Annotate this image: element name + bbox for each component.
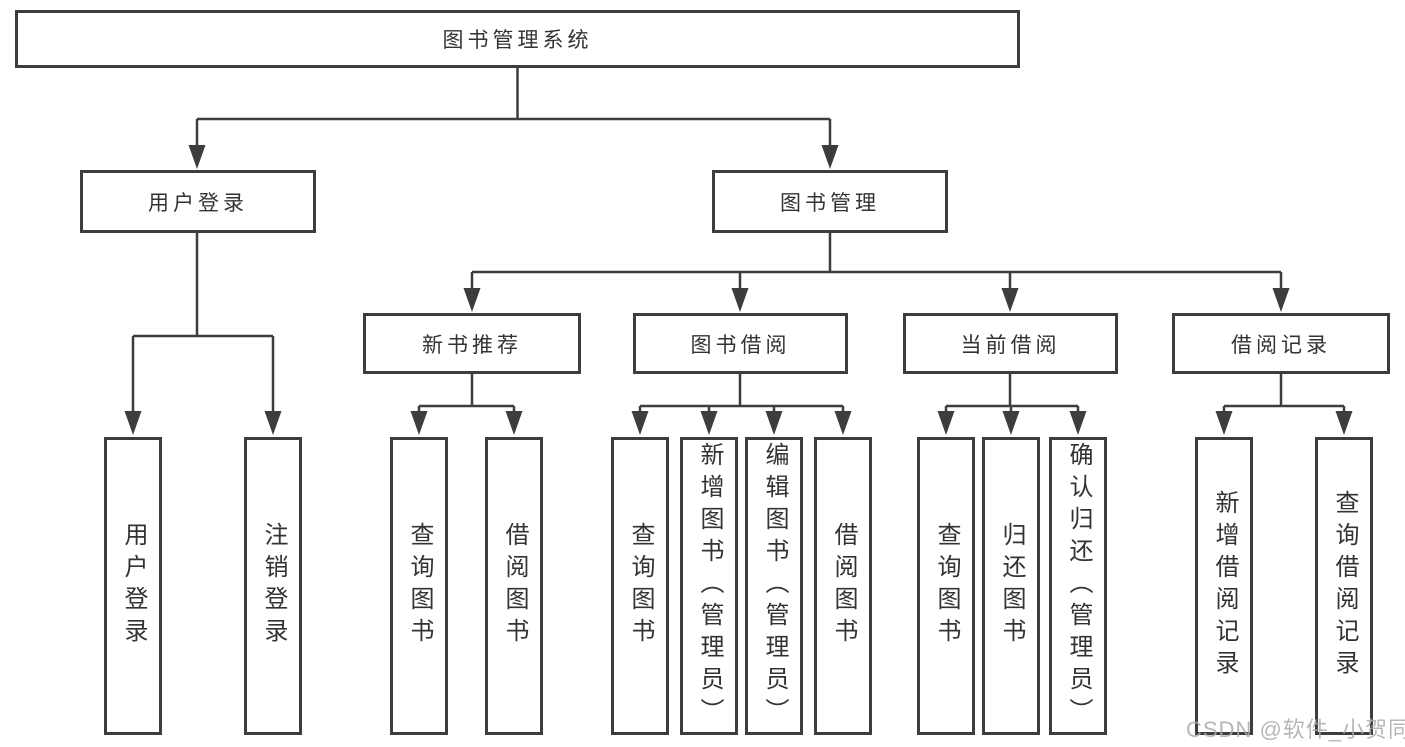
- node-book-management: 图书管理: [712, 170, 948, 233]
- connector-book-borrowing-branch: [638, 374, 845, 417]
- leaf-borrowing-edit-books-admin: 编辑图书（管理员）: [745, 437, 803, 735]
- node-book-borrowing: 图书借阅: [633, 313, 848, 374]
- leaf-records-query-record: 查询借阅记录: [1315, 437, 1373, 735]
- leaf-borrowing-borrow-books: 借阅图书: [814, 437, 872, 735]
- connector-root-to-level2: [195, 68, 832, 150]
- node-current-borrowing: 当前借阅: [903, 313, 1118, 374]
- leaf-logout: 注销登录: [244, 437, 302, 735]
- node-borrowing-records: 借阅记录: [1172, 313, 1390, 374]
- connector-borrowing-records-branch: [1222, 374, 1346, 417]
- leaf-newrec-query-books: 查询图书: [390, 437, 448, 735]
- connector-book-management-branch: [470, 233, 1283, 293]
- leaf-newrec-borrow-books: 借阅图书: [485, 437, 543, 735]
- leaf-current-query-books: 查询图书: [917, 437, 975, 735]
- leaf-user-login: 用户登录: [104, 437, 162, 735]
- leaf-current-confirm-return-admin: 确认归还（管理员）: [1049, 437, 1107, 735]
- leaf-borrowing-query-books: 查询图书: [611, 437, 669, 735]
- leaf-current-return-books: 归还图书: [982, 437, 1040, 735]
- connector-new-book-recommend-branch: [417, 374, 516, 417]
- connector-user-login-branch: [131, 233, 275, 417]
- csdn-watermark: CSDN @软件_小贺同学: [1186, 717, 1405, 742]
- leaf-borrowing-add-books-admin: 新增图书（管理员）: [680, 437, 738, 735]
- node-user-login: 用户登录: [80, 170, 316, 233]
- connector-current-borrowing-branch: [944, 374, 1080, 417]
- leaf-records-add-record: 新增借阅记录: [1195, 437, 1253, 735]
- node-new-book-recommend: 新书推荐: [363, 313, 581, 374]
- node-root: 图书管理系统: [15, 10, 1020, 68]
